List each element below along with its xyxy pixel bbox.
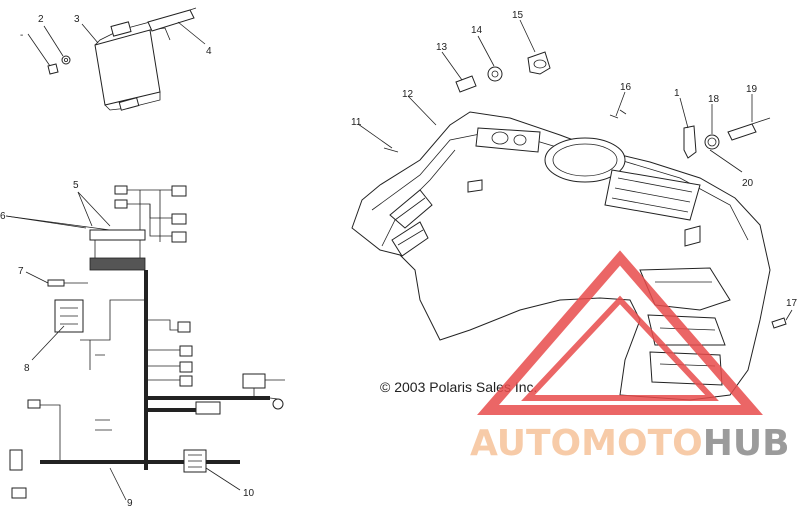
callout-15: 15 [512, 10, 524, 21]
callout-14: 14 [471, 25, 483, 36]
callout-6: 6 [0, 211, 6, 222]
callout-11: 11 [351, 117, 362, 128]
callout-1-left: - [20, 30, 23, 41]
callout-19: 19 [746, 84, 758, 95]
watermark-logo: AUTOMOTOHUB [470, 250, 790, 464]
wiring-harness [9, 185, 285, 499]
callout-20: 20 [742, 178, 754, 189]
callout-10: 10 [243, 488, 255, 499]
callout-7: 7 [18, 266, 24, 277]
callout-13: 13 [436, 42, 448, 53]
callout-17: 17 [786, 298, 798, 309]
callout-4: 4 [206, 46, 212, 57]
watermark-text: AUTOMOTOHUB [470, 423, 790, 464]
callout-9: 9 [127, 498, 133, 507]
callout-8: 8 [24, 363, 30, 374]
callout-5: 5 [73, 180, 79, 191]
callout-16: 16 [620, 82, 632, 93]
callout-3: 3 [74, 14, 80, 25]
callout-12: 12 [402, 89, 414, 100]
dashboard-console [351, 111, 771, 401]
console-small-parts [383, 51, 787, 329]
callout-1-right: 1 [674, 88, 680, 99]
regulator-assembly [47, 7, 197, 111]
callout-18: 18 [708, 94, 720, 105]
callout-2: 2 [38, 14, 44, 25]
